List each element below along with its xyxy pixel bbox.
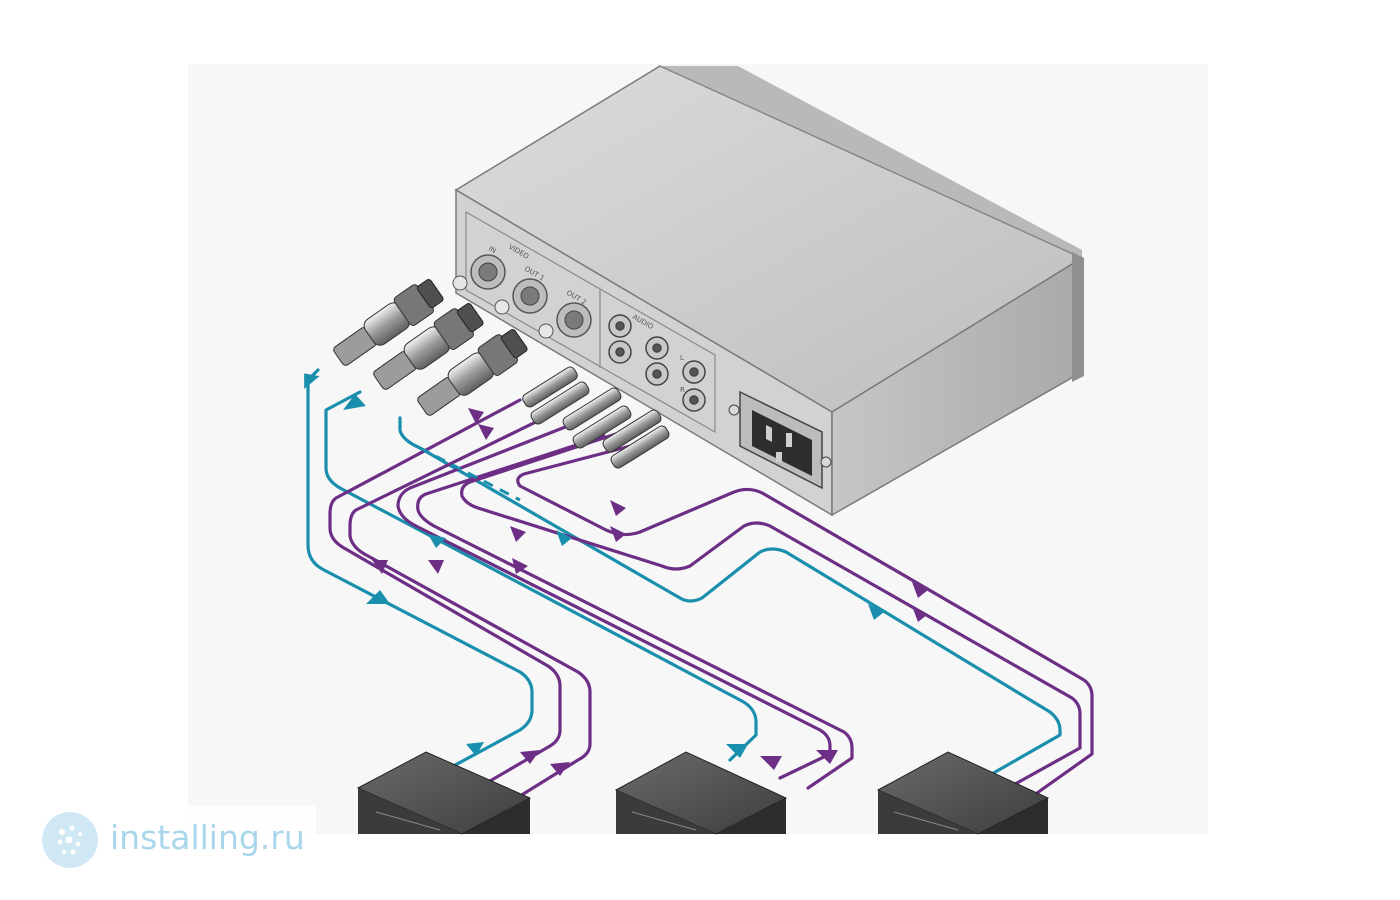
audio-cable-out1-left (396, 420, 832, 780)
bnc-plug-input (333, 279, 444, 366)
audio-cable-out1-right (416, 434, 854, 790)
connector-frame (465, 210, 716, 434)
arrow-audio-out2-3 (912, 582, 928, 598)
rca-plug-6 (610, 425, 670, 469)
arrow-video-out2-2 (868, 604, 884, 620)
arrow-video-out1-3 (726, 744, 748, 758)
arrow-audio-out2-4 (912, 606, 928, 622)
rca-plug-5 (602, 409, 662, 453)
audio-cable-out2-left (460, 430, 1082, 790)
arrow-audio-in-5 (520, 750, 540, 764)
bnc-plug-out1 (373, 303, 484, 390)
bnc-socket-out1 (494, 278, 548, 315)
arrow-video-in-2 (366, 590, 390, 604)
arrow-video-out1-2 (428, 534, 446, 548)
arrow-audio-out2-2 (610, 526, 626, 542)
rca-plug-1 (522, 366, 578, 408)
arrow-audio-in-1 (372, 560, 388, 574)
bnc-socket-in (452, 254, 506, 291)
arrow-audio-in-4 (478, 424, 494, 440)
video-cable-out2 (398, 416, 1062, 777)
unit-side-rail (1072, 252, 1084, 382)
video-cable-input (306, 368, 534, 772)
label-l: L (680, 354, 684, 362)
distribution-amplifier-unit: VIDEO IN OUT 1 OUT 2 AUDIO L R (452, 65, 1084, 517)
arrow-audio-out1-1 (510, 526, 526, 542)
video-cable-out1 (324, 390, 758, 762)
audio-cable-out2-right (516, 440, 1094, 800)
rca-plugs (522, 366, 670, 469)
arrow-audio-in-3 (468, 408, 484, 424)
arrow-video-in-3 (466, 742, 484, 756)
arrow-audio-out2-1 (610, 500, 626, 516)
rca-plug-2 (530, 381, 590, 425)
rca-plug-4 (572, 405, 632, 449)
audio-cable-input-left (328, 398, 562, 790)
bnc-socket-out2 (538, 302, 592, 339)
display-device-center (614, 751, 788, 835)
arrow-audio-out1-2 (512, 558, 528, 574)
arrow-video-in-1 (304, 373, 320, 390)
arrow-audio-in-2 (428, 560, 444, 574)
bnc-plug-out2 (417, 329, 528, 416)
source-device-left (356, 751, 532, 835)
arrow-audio-out1-4 (816, 750, 838, 764)
watermark-text: installing.ru (110, 818, 305, 857)
bnc-plugs (333, 279, 528, 416)
power-inlet (728, 390, 832, 490)
arrow-video-out1-1 (343, 394, 366, 410)
arrow-audio-in-6 (550, 762, 570, 776)
rca-socket-grid (608, 314, 706, 412)
arrow-audio-out1-3 (760, 756, 782, 770)
video-cable-out2-hidden (419, 446, 521, 502)
audio-cable-input-right (348, 414, 592, 798)
unit-top-stripe (660, 66, 1082, 258)
signal-direction-arrows (304, 373, 928, 776)
label-r: R (680, 386, 685, 394)
arrow-video-out2-1 (556, 530, 572, 546)
rca-plug-3 (562, 387, 622, 431)
display-device-right (876, 751, 1050, 835)
globe-dots-icon (42, 812, 98, 868)
label-in: IN (487, 245, 497, 256)
